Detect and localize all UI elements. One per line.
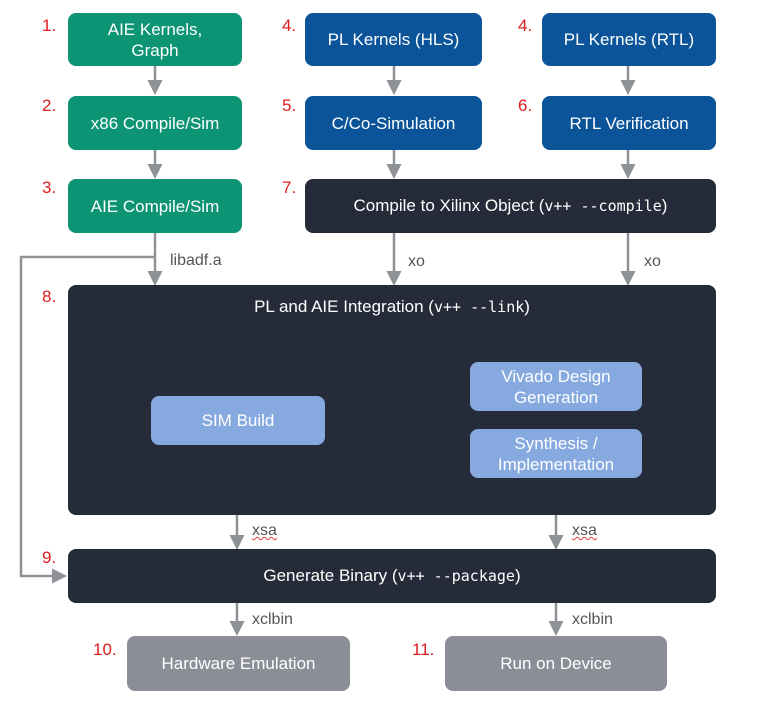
sim-build-label: SIM Build — [201, 411, 275, 430]
vivado-design-label: Vivado Design Generation — [501, 366, 611, 407]
aie-kernels-box: AIE Kernels, Graph — [68, 13, 242, 66]
step-number-10: 10. — [93, 640, 117, 659]
pl-kernels-hls-box: PL Kernels (HLS) — [305, 13, 482, 66]
step-number-9: 9. — [42, 548, 57, 567]
generate-binary-label: Generate Binary (v++ --package) — [263, 566, 521, 585]
step-number-4-rtl: 4. — [518, 16, 533, 35]
step-number-3: 3. — [42, 178, 57, 197]
libadf-label: libadf.a — [170, 252, 222, 269]
run-on-device-label: Run on Device — [500, 654, 612, 673]
hardware-emulation-box: Hardware Emulation — [127, 636, 350, 691]
xo-label-right: xo — [644, 253, 661, 270]
step-number-6: 6. — [518, 96, 533, 115]
cosim-label: C/Co-Simulation — [331, 113, 456, 133]
xo-label-left: xo — [408, 253, 425, 270]
aie-kernels-label: AIE Kernels, Graph — [107, 19, 203, 60]
cosim-box: C/Co-Simulation — [305, 96, 482, 150]
run-on-device-box: Run on Device — [445, 636, 667, 691]
rtl-verification-label: RTL Verification — [569, 113, 689, 133]
sim-build-box: SIM Build — [151, 396, 325, 445]
x86-compile-label: x86 Compile/Sim — [90, 113, 220, 133]
pl-aie-integration-label: PL and AIE Integration (v++ --link) — [254, 297, 530, 316]
x86-compile-box: x86 Compile/Sim — [68, 96, 242, 150]
step-number-8: 8. — [42, 287, 57, 306]
synthesis-label: Synthesis / Implementation — [497, 433, 615, 474]
compile-xilinx-object-label: Compile to Xilinx Object (v++ --compile) — [353, 196, 668, 215]
rtl-verification-box: RTL Verification — [542, 96, 716, 150]
step-number-1: 1. — [42, 16, 57, 35]
arrow-libadf-bypass — [19, 255, 155, 584]
compile-xilinx-object-box: Compile to Xilinx Object (v++ --compile) — [305, 179, 716, 233]
xsa-label-left: xsa — [252, 522, 277, 539]
vivado-design-box: Vivado Design Generation — [470, 362, 642, 411]
pl-kernels-rtl-label: PL Kernels (RTL) — [563, 30, 695, 49]
hardware-emulation-label: Hardware Emulation — [161, 654, 316, 673]
step-number-5: 5. — [282, 96, 297, 115]
synthesis-box: Synthesis / Implementation — [470, 429, 642, 478]
step-number-11: 11. — [412, 640, 435, 659]
step-number-4-hls: 4. — [282, 16, 297, 35]
generate-binary-box: Generate Binary (v++ --package) — [68, 549, 716, 603]
pl-kernels-hls-label: PL Kernels (HLS) — [327, 30, 460, 49]
xclbin-label-right: xclbin — [572, 611, 613, 628]
step-number-7: 7. — [282, 178, 297, 197]
aie-compile-label: AIE Compile/Sim — [90, 196, 220, 216]
xclbin-label-left: xclbin — [252, 611, 293, 628]
step-number-2: 2. — [42, 96, 57, 115]
xsa-label-right: xsa — [572, 522, 597, 539]
pl-kernels-rtl-box: PL Kernels (RTL) — [542, 13, 716, 66]
aie-compile-box: AIE Compile/Sim — [68, 179, 242, 233]
